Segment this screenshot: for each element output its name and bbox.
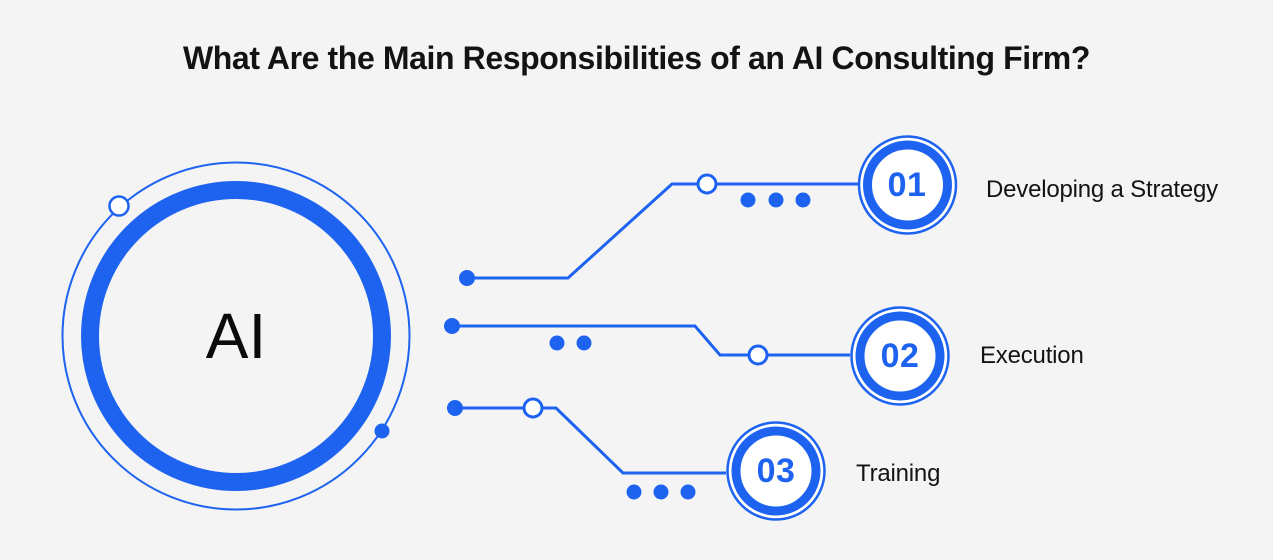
item-label-developing-a-strategy: Developing a Strategy xyxy=(986,176,1218,203)
connector-2-start-dot-icon xyxy=(444,318,460,334)
connector-1-deco-dot-icon xyxy=(795,192,811,208)
connector-1-deco-dot-icon xyxy=(740,192,756,208)
orbit-hollow-dot-icon xyxy=(108,195,130,217)
connector-3-deco-dot-icon xyxy=(680,484,696,500)
connector-3-start-dot-icon xyxy=(447,400,463,416)
item-label-training: Training xyxy=(856,460,941,487)
connector-line-2 xyxy=(444,318,850,366)
badge-02-circle xyxy=(850,306,950,406)
badge-02-thick-ring xyxy=(855,311,945,401)
connector-2-node-icon xyxy=(747,344,769,366)
connector-line-3 xyxy=(447,397,726,500)
connector-2-deco-dot-icon xyxy=(576,335,592,351)
ai-core-circle xyxy=(61,161,411,511)
badge-03-thick-ring xyxy=(731,426,821,516)
page-title: What Are the Main Responsibilities of an… xyxy=(182,40,1090,76)
ai-thick-ring xyxy=(81,181,391,491)
ai-center-label: AI xyxy=(205,300,267,372)
connector-3-path xyxy=(455,406,726,475)
orbit-solid-dot-icon xyxy=(374,423,390,439)
ai-outer-orbit-ring xyxy=(61,161,411,511)
badge-03-number: 03 xyxy=(756,452,796,490)
connector-1-start-dot-icon xyxy=(459,270,475,286)
badge-01-circle xyxy=(857,135,958,235)
item-label-execution: Execution xyxy=(980,342,1084,369)
badge-02-number: 02 xyxy=(880,337,920,375)
badge-01-number: 01 xyxy=(887,166,927,204)
connector-3-deco-dot-icon xyxy=(626,484,642,500)
connector-1-path xyxy=(467,182,858,280)
badge-03-circle xyxy=(726,421,826,521)
connector-3-deco-dot-icon xyxy=(653,484,669,500)
connector-2-path xyxy=(452,324,850,357)
connector-1-deco-dot-icon xyxy=(768,192,784,208)
badge-01-thick-ring xyxy=(863,140,952,230)
connector-3-node-icon xyxy=(522,397,544,419)
connector-2-deco-dot-icon xyxy=(549,335,565,351)
connector-line-1 xyxy=(459,173,858,286)
connector-1-node-icon xyxy=(696,173,718,195)
